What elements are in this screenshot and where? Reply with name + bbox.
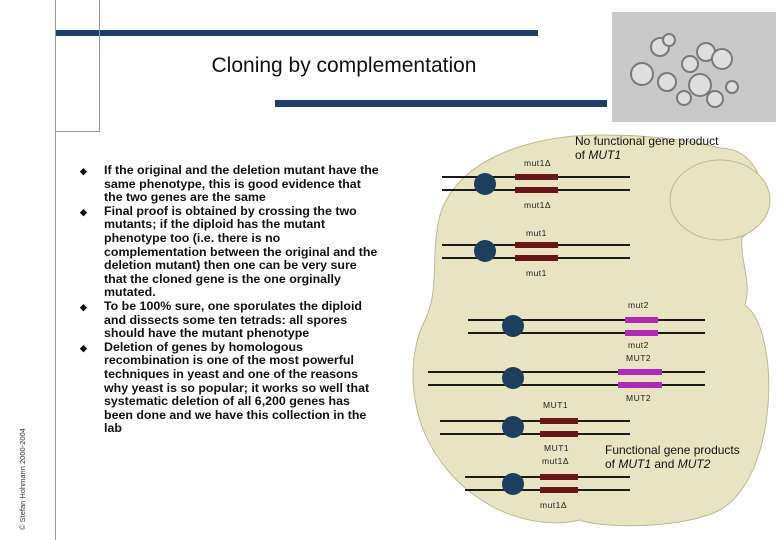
centromere [474,173,496,195]
gene-mut2 [625,317,658,323]
gene-label: mut1Δ [540,500,568,510]
annotation-functional: Functional gene products of MUT1 and MUT… [605,443,740,471]
chromosome-pair-mut1-delta [442,173,630,195]
gene-MUT2 [618,369,662,375]
yeast-micrograph [612,12,776,122]
bullet-item: ◆ If the original and the deletion mutant… [80,163,380,205]
gene-label: MUT1 [543,400,569,410]
accent-bar-top [55,30,538,36]
chromosome-pair-MUT1 [440,416,630,438]
gene-label: mut1Δ [524,200,552,210]
gene-label: MUT2 [626,353,652,363]
gene-mut1-delta [540,487,578,493]
bullet-text: Final proof is obtained by crossing the … [104,203,378,300]
gene-mut1-delta [540,474,578,480]
annotation-text: of MUT1 [575,148,622,162]
chromosome-pair-mut1-delta-lower [465,473,630,495]
annotation-text: Functional gene products [605,443,740,457]
bullet-icon: ◆ [80,166,87,176]
accent-bar-bottom [275,100,607,107]
accent-frame-left [55,0,56,540]
annotation-no-function: No functional gene product of MUT1 [575,134,718,162]
gene-MUT1 [540,431,578,437]
chromosome-pair-MUT2 [428,367,705,389]
gene-label: mut1Δ [542,456,570,466]
bullet-icon: ◆ [80,301,87,312]
centromere [502,315,524,337]
annotation-text: No functional gene product [575,134,719,148]
page-title: Cloning by complementation [211,54,477,77]
accent-frame-mid [56,131,100,132]
cell-bodies [412,134,771,527]
bullet-item: ◆ Deletion of genes by homologous recombi… [80,339,380,436]
copyright-text: © Stefan Hohmann 2000-2004 [18,428,27,530]
bullet-icon: ◆ [80,342,87,353]
centromere [474,240,496,262]
gene-label: mut1 [526,268,547,278]
bullet-text: If the original and the deletion mutant … [104,163,379,205]
gene-label: MUT1 [544,443,570,453]
centromere [502,367,524,389]
accent-frame-left-inner [99,0,100,132]
gene-mut1 [515,255,558,261]
bullet-text: To be 100% sure, one sporulates the dipl… [104,298,362,341]
gene-mut1 [515,242,558,248]
chromosome-pair-mut2 [468,315,705,337]
gene-label: mut2 [628,300,649,310]
cell-membrane [412,134,770,527]
complementation-diagram [412,134,771,527]
bullet-list: ◆ If the original and the deletion mutant… [80,163,380,436]
gene-mut2 [625,330,658,336]
gene-label: mut1 [526,228,547,238]
gene-label: mut1Δ [524,158,552,168]
bullet-item: ◆ Final proof is obtained by crossing the… [80,203,380,300]
bullet-icon: ◆ [80,206,87,217]
bullet-item: ◆ To be 100% sure, one sporulates the dip… [80,298,380,341]
gene-MUT2 [618,382,662,388]
centromere [502,416,524,438]
gene-mut1-delta [515,187,558,193]
bullet-text: Deletion of genes by homologous recombin… [104,339,370,436]
centromere [502,473,524,495]
annotation-text: of MUT1 and MUT2 [605,457,711,471]
bud-cell [669,159,771,241]
gene-mut1-delta [515,174,558,180]
gene-label: MUT2 [626,393,652,403]
chromosome-pair-mut1 [442,240,630,262]
gene-label: mut2 [628,340,649,350]
gene-MUT1 [540,418,578,424]
